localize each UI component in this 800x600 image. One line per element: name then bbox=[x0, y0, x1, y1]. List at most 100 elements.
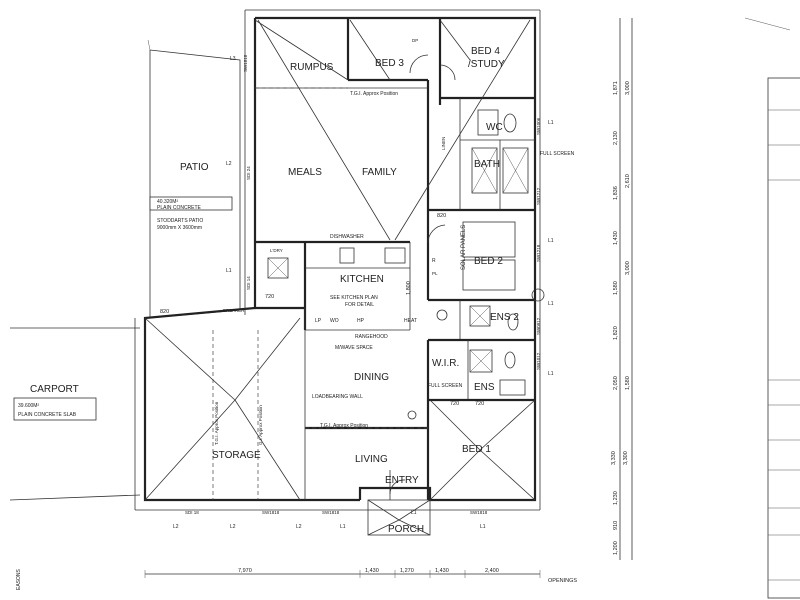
room-entry: ENTRY bbox=[385, 475, 419, 486]
dim-right-6: 1,430 bbox=[613, 231, 619, 245]
patio-finish-note: PLAIN CONCRETE bbox=[157, 205, 202, 211]
room-porch: PORCH bbox=[388, 524, 424, 535]
tgi-vert1-note: T.G.I. Approx Position bbox=[214, 401, 219, 445]
full-screen2-note: FULL SCREEN bbox=[428, 383, 463, 389]
dim-820b: 820 bbox=[437, 213, 446, 219]
dp-label: DP bbox=[412, 38, 418, 43]
code-l1e: L1 bbox=[548, 238, 554, 244]
dim-1800: 1,800 bbox=[406, 281, 412, 295]
dimension-lines bbox=[144, 18, 633, 578]
dim-right-5: 1,836 bbox=[613, 186, 619, 200]
room-bath: BATH bbox=[474, 159, 500, 170]
dim-bottom-3: 1,270 bbox=[400, 568, 414, 574]
dim-right-10: 2,050 bbox=[613, 376, 619, 390]
kitchen-plan-note: SEE KITCHEN PLAN bbox=[330, 295, 378, 301]
openings-label: OPENINGS bbox=[548, 578, 577, 584]
window-codes: L3 L2 L1 L2 L2 L2 L1 L1 L1 L1 L1 L1 L1 S… bbox=[173, 54, 554, 530]
dim-right-a: 3,300 bbox=[623, 451, 629, 465]
code-sw1818b: SW1818 bbox=[322, 510, 340, 515]
rangehood-note: RANGEHOOD bbox=[355, 334, 388, 340]
dim-bottom-5: 2,400 bbox=[485, 568, 499, 574]
room-bed1: BED 1 bbox=[462, 444, 491, 455]
linen-note: LINEN bbox=[441, 137, 446, 150]
room-labels: RUMPUS BED 3 BED 4 /STUDY WC PATIO MEALS… bbox=[30, 46, 519, 535]
code-l1d: L1 bbox=[548, 120, 554, 126]
code-l2d: L2 bbox=[296, 524, 302, 530]
code-sdi24: SDI 24 bbox=[246, 166, 251, 180]
heat-label: HEAT bbox=[404, 318, 417, 324]
dim-right-13: 910 bbox=[613, 521, 619, 530]
house-outline bbox=[134, 9, 541, 511]
dim-720c: 720 bbox=[475, 401, 484, 407]
room-family: FAMILY bbox=[362, 167, 397, 178]
fixtures bbox=[267, 54, 545, 495]
room-ens: ENS bbox=[474, 382, 495, 393]
wo-label: WO bbox=[330, 318, 339, 324]
code-l2a: L2 bbox=[226, 161, 232, 167]
room-rumpus: RUMPUS bbox=[290, 62, 334, 73]
code-sw1006: SW1006 bbox=[536, 117, 541, 135]
code-sw1818d: SW1818 bbox=[243, 54, 248, 72]
code-sw1012: SW1012 bbox=[536, 352, 541, 370]
code-l3: L3 bbox=[230, 56, 236, 62]
code-sw1218: SW1218 bbox=[536, 244, 541, 262]
for-detail-note: FOR DETAIL bbox=[345, 302, 374, 308]
tgi-bottom-note: T.G.I. Approx Position bbox=[320, 423, 368, 429]
code-l1c: L1 bbox=[480, 524, 486, 530]
dim-bottom-1: 7,970 bbox=[238, 568, 252, 574]
loadbearing-note: LOADBEARING WALL bbox=[312, 394, 363, 400]
code-l2b: L2 bbox=[230, 524, 236, 530]
roof-brace-lines bbox=[144, 19, 536, 501]
full-screen-note: FULL SCREEN bbox=[540, 151, 575, 157]
dim-right-12: 1,230 bbox=[613, 491, 619, 505]
dim-right-3: 2,130 bbox=[613, 131, 619, 145]
dim-right-b: 3,330 bbox=[611, 451, 617, 465]
dim-right-8: 1,580 bbox=[613, 281, 619, 295]
room-wir: W.I.R. bbox=[432, 358, 459, 369]
code-sw1818c: SW1818 bbox=[470, 510, 488, 515]
dimension-text: 720 720 720 820 820 1,800 7,970 1,430 1,… bbox=[160, 81, 631, 584]
room-bed3: BED 3 bbox=[375, 58, 404, 69]
pl-label: PL bbox=[432, 271, 438, 276]
lp-label: LP bbox=[315, 318, 322, 324]
code-sdi18: SDI 18 bbox=[185, 510, 199, 515]
room-study: /STUDY bbox=[468, 59, 505, 70]
code-l1f: L1 bbox=[548, 301, 554, 307]
code-sw0912: SW0912 bbox=[536, 317, 541, 335]
room-living: LIVING bbox=[355, 454, 388, 465]
r-label: R bbox=[432, 258, 436, 264]
carport-area bbox=[9, 327, 141, 501]
room-wc: WC bbox=[486, 122, 503, 133]
tgi-vert2-note: G.I. Approx Position bbox=[258, 405, 263, 445]
room-kitchen: KITCHEN bbox=[340, 274, 384, 285]
room-carport: CARPORT bbox=[30, 384, 79, 395]
mwave-note: M/WAVE SPACE bbox=[335, 345, 373, 351]
code-l1g: L1 bbox=[548, 371, 554, 377]
porch bbox=[367, 499, 431, 536]
carport-area-note: 39.600M² bbox=[18, 403, 39, 409]
room-bed2: BED 2 bbox=[474, 256, 503, 267]
code-l1a: L1 bbox=[226, 268, 232, 274]
code-sw1818a: SW1818 bbox=[262, 510, 280, 515]
breaker-label: BREAKER bbox=[223, 308, 245, 313]
room-ens2: ENS 2 bbox=[490, 312, 519, 323]
hp-label: HP bbox=[357, 318, 365, 324]
dim-right-7: 3,000 bbox=[625, 261, 631, 275]
room-patio: PATIO bbox=[180, 162, 209, 173]
patio-area bbox=[147, 39, 241, 319]
code-l2c: L2 bbox=[173, 524, 179, 530]
room-storage: STORAGE bbox=[212, 450, 261, 461]
dim-bottom-2: 1,430 bbox=[365, 568, 379, 574]
dishwasher-note: DISHWASHER bbox=[330, 234, 364, 240]
dim-right-9: 1,820 bbox=[613, 326, 619, 340]
schedule-panel bbox=[744, 17, 800, 599]
dim-720a: 720 bbox=[265, 294, 274, 300]
solar-panels-note: SOLAR PANELS bbox=[461, 225, 467, 270]
room-meals: MEALS bbox=[288, 167, 322, 178]
dim-720b: 720 bbox=[450, 401, 459, 407]
dim-right-1: 1,871 bbox=[613, 81, 619, 95]
dim-right-4: 2,610 bbox=[625, 174, 631, 188]
eason-label: EASONS bbox=[16, 568, 22, 590]
dim-right-14: 1,200 bbox=[613, 541, 619, 555]
